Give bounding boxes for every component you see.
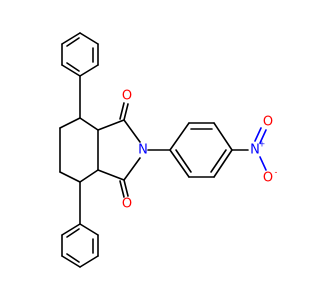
imide-ring	[97, 119, 141, 181]
atom-n-imide: N	[138, 143, 148, 158]
charge-n-nitro: +	[259, 140, 266, 149]
nitrophenyl-ring	[169, 122, 233, 178]
charge-o-nitro: -	[275, 168, 278, 177]
phenyl-ring-top	[61, 32, 99, 77]
atom-o-nitro-bottom: O	[263, 171, 273, 186]
bonds	[59, 32, 249, 268]
atom-o-carbonyl-top: O	[122, 89, 132, 104]
phenyl-ring-bottom	[61, 223, 99, 268]
cyclohexane-ring	[59, 75, 99, 225]
carbonyl-bonds	[119, 102, 129, 198]
atom-o-nitro-top: O	[263, 115, 273, 130]
atom-n-nitro: N	[250, 143, 260, 158]
molecule-structure: O O N N + O O -	[59, 32, 278, 268]
nitro-bonds	[254, 127, 267, 171]
atom-labels: O O N N + O O -	[122, 89, 278, 212]
atom-o-carbonyl-bottom: O	[122, 197, 132, 212]
